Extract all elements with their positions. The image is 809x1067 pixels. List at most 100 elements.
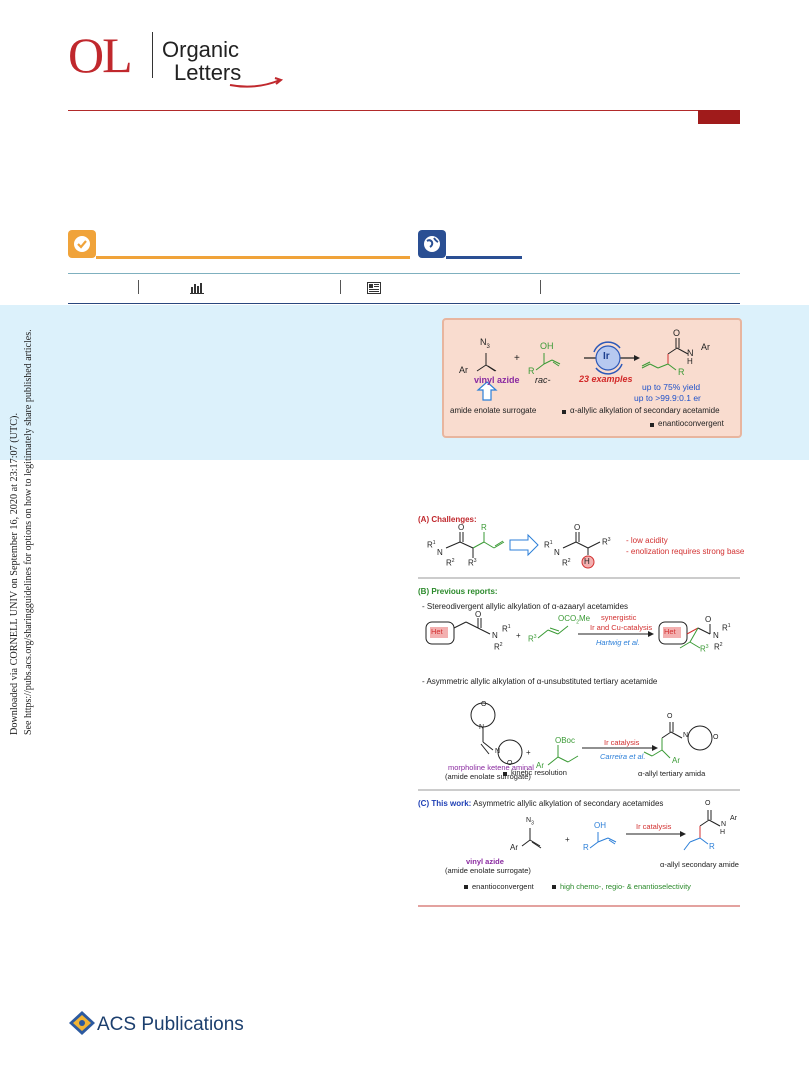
scheme-a-r: R (481, 523, 487, 532)
scheme-a-r1-sup: 1 (432, 540, 436, 546)
scheme-c-reagent1: vinyl azide (466, 857, 504, 866)
journal-name-line1: Organic (162, 37, 240, 62)
scheme-b-r1-sup: 1 (507, 624, 511, 630)
scheme-b-title: (B) Previous reports: (418, 587, 498, 596)
scheme-a-r2-sup: 2 (451, 558, 455, 564)
scheme-a-o: O (458, 523, 465, 532)
scheme-b2-plus: + (526, 748, 531, 757)
toc-product-h: H (687, 357, 693, 366)
scheme-c-product-n: N (721, 821, 727, 828)
toc-feature2: enantioconvergent (658, 419, 724, 428)
scheme-a-r3-sup: 3 (473, 558, 477, 564)
scheme-b2-cond: Ir catalysis (604, 738, 640, 747)
scheme-b-plus: + (516, 631, 521, 640)
scheme-a-title: (A) Challenges: (418, 515, 477, 524)
scheme-c-product-ar: Ar (730, 815, 737, 822)
scheme-a-note2: - enolization requires strong base (626, 547, 745, 556)
scheme-b1-cond2: Ir and Cu-catalysis (590, 623, 653, 632)
scheme-a-product-r1-sup: 1 (549, 540, 553, 546)
scheme-b1-product-r2-sup: 2 (719, 642, 723, 648)
scheme-b1-product-het: Het (664, 627, 676, 636)
toc-product-ar: Ar (701, 342, 710, 352)
scheme-b1-ref: Hartwig et al. (596, 638, 640, 647)
scheme-b1-product-n: N (713, 631, 719, 640)
scheme-b2-n2: N (495, 748, 501, 755)
scheme-b1-product-r1-sup: 1 (727, 623, 731, 629)
toc-yield: up to 75% yield (642, 382, 701, 392)
scheme-c-title-rest: Asymmetric allylic alkylation of seconda… (473, 799, 664, 808)
toc-drawing (476, 338, 689, 427)
scheme-a-r1: R (427, 540, 433, 550)
toc-plus: + (514, 353, 520, 364)
journal-name-line2: Letters (174, 60, 242, 85)
scheme-c-title: (C) This work: (418, 799, 472, 808)
scheme-a-product-r1: R (544, 540, 550, 550)
scheme-b2-n1: N (479, 724, 485, 731)
scheme-c-oh: OH (594, 821, 606, 830)
toc-surrogate: amide enolate surrogate (450, 406, 537, 415)
scheme-b1-product-r3: R (700, 644, 706, 654)
cite-badge[interactable] (68, 230, 96, 258)
toc-er: up to >99.9:0.1 er (634, 393, 701, 403)
open-access-badge[interactable] (418, 230, 446, 258)
scheme-b-het: Het (431, 627, 443, 636)
metrics-bottom-rule (68, 303, 740, 304)
journal-logo-letters: OL (68, 27, 133, 83)
download-note: Downloaded via CORNELL UNIV on September… (4, 305, 40, 735)
scheme-a-r3: R (468, 558, 474, 568)
scheme-c-ar: Ar (510, 843, 518, 852)
scheme-b-r1: R (502, 624, 508, 634)
toc-oh: OH (540, 341, 554, 351)
metrics-separator (138, 280, 139, 294)
check-icon (74, 236, 90, 252)
toc-graphic: N3 Ar OH R + rac- Ir 23 examples vinyl a… (442, 318, 742, 438)
scheme-a-r2: R (446, 558, 452, 568)
download-note-line1: Downloaded via CORNELL UNIV on September… (9, 413, 20, 735)
toc-product-o: O (673, 328, 681, 338)
scheme-c-product-r: R (709, 842, 715, 851)
scheme-b-o: O (475, 610, 482, 619)
scheme-b-item2: - Asymmetric allylic alkylation of α-uns… (422, 677, 658, 686)
journal-name: Organic Letters (162, 38, 241, 84)
scheme-c-feature2: high chemo-, regio- & enantioselectivity (560, 882, 691, 891)
logo-divider (152, 32, 153, 78)
scheme-a-product-n: N (554, 548, 560, 557)
toc-product-r: R (678, 367, 685, 377)
scheme-drawing (418, 532, 740, 907)
toc-feature1: α-allylic alkylation of secondary acetam… (570, 406, 720, 415)
scheme-b2-reagent1: morpholine ketene aminal (448, 763, 534, 772)
toc-examples: 23 examples (579, 374, 633, 384)
scheme-b-r3-sup: 3 (533, 634, 537, 640)
scheme-c-feature1: enantioconvergent (472, 882, 534, 891)
scheme-b-n: N (492, 631, 498, 640)
acs-publications-label: ACS Publications (97, 1014, 244, 1035)
scheme-b-r2: R (494, 642, 500, 652)
scheme-b1-product-r2: R (714, 642, 720, 652)
scheme-c-r: R (583, 843, 589, 852)
scheme-b2-ref: Carreira et al. (600, 752, 646, 761)
logo-swoosh-icon (229, 77, 284, 88)
bar-chart-icon[interactable] (190, 282, 204, 294)
article-icon[interactable] (367, 282, 381, 294)
scheme-c-product-h: H (720, 829, 726, 836)
scheme-a-product-r3: R (602, 537, 608, 547)
metrics-separator (340, 280, 341, 294)
scheme-b-r3: R (528, 634, 534, 644)
scheme-figure: (A) Challenges: R1 N R2 O R3 R R1 N R2 O… (418, 510, 744, 910)
toc-rac: rac- (535, 375, 551, 385)
article-type-tab (698, 110, 740, 124)
scheme-c-n3: N (526, 817, 532, 824)
toc-ar: Ar (459, 365, 468, 375)
scheme-b1-product-o: O (705, 615, 712, 624)
scheme-b2-o2: O (507, 760, 513, 767)
scheme-b2-product-o: O (667, 713, 673, 720)
toc-r: R (528, 366, 535, 376)
scheme-c-product: α-allyl secondary amide (660, 860, 739, 869)
scheme-b2-product: α-allyl tertiary amida (638, 769, 706, 778)
scheme-c-plus: + (565, 835, 570, 844)
scheme-b-oco-end: Me (579, 614, 591, 623)
toc-catalyst: Ir (603, 351, 610, 362)
header-rule (68, 110, 740, 111)
scheme-c-product-o: O (705, 800, 711, 807)
scheme-b-item1: - Stereodivergent allylic alkylation of … (422, 602, 629, 611)
